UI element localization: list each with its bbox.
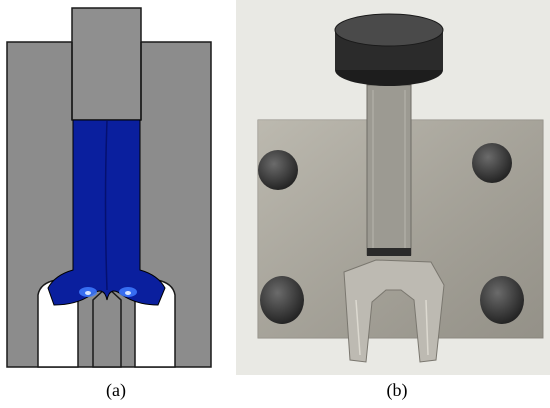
extrusion-simulation-icon bbox=[6, 7, 212, 368]
bolt-bottom-left bbox=[260, 276, 304, 324]
caption-b: (b) bbox=[386, 380, 408, 400]
photo-figure bbox=[236, 0, 550, 375]
center-splitter bbox=[92, 285, 122, 368]
caption-a: (a) bbox=[106, 380, 126, 400]
workpiece bbox=[47, 119, 166, 306]
bolt-top-left bbox=[258, 150, 298, 190]
punch bbox=[71, 7, 142, 121]
extruded-part bbox=[343, 259, 445, 363]
simulation-figure bbox=[0, 0, 226, 375]
channel-strip bbox=[366, 84, 412, 256]
die-fixture-photo-icon bbox=[236, 0, 550, 375]
bolt-bottom-right bbox=[480, 276, 524, 324]
bolt-top-right bbox=[472, 143, 512, 183]
